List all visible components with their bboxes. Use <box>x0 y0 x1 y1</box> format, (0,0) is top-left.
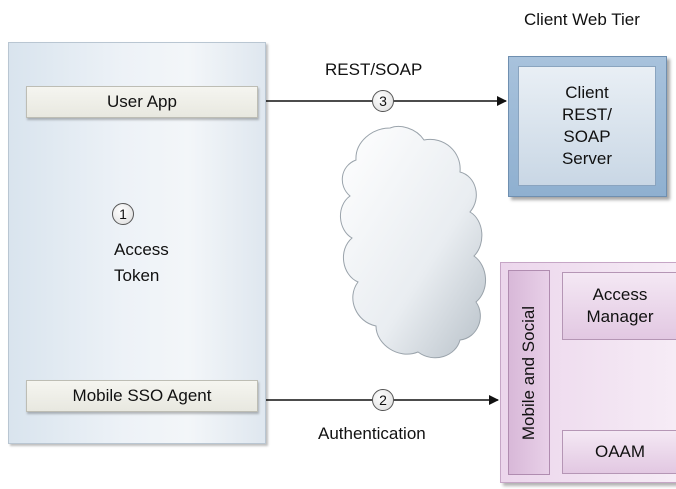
access-token-line2: Token <box>114 266 160 285</box>
mobile-sso-agent-label: Mobile SSO Agent <box>72 386 212 405</box>
server-line3: SOAP <box>563 127 611 146</box>
authentication-label: Authentication <box>318 424 426 443</box>
client-web-tier-label: Client Web Tier <box>524 10 640 29</box>
access-token-line1: Access <box>114 240 169 259</box>
server-line4: Server <box>561 149 613 168</box>
mobile-sso-agent-box: Mobile SSO Agent <box>26 380 258 412</box>
oaam-box: OAAM <box>562 430 676 474</box>
server-line1: Client <box>565 83 609 102</box>
step-2-badge: 2 <box>372 389 394 411</box>
access-manager-line1: Access <box>592 285 648 304</box>
access-manager-line2: Manager <box>586 307 654 326</box>
mobile-and-social-strip: Mobile and Social <box>508 270 550 475</box>
client-rest-soap-server-box: Client REST/ SOAP Server <box>518 66 656 186</box>
step-1-badge: 1 <box>112 203 134 225</box>
user-app-label: User App <box>107 92 177 111</box>
rest-soap-label: REST/SOAP <box>325 60 423 79</box>
access-manager-box: Access Manager <box>562 272 676 340</box>
mobile-and-social-label: Mobile and Social <box>519 305 538 440</box>
server-line2: REST/ <box>561 105 613 124</box>
user-app-box: User App <box>26 86 258 118</box>
step-3-badge: 3 <box>372 90 394 112</box>
network-cloud-icon <box>340 126 486 359</box>
oaam-label: OAAM <box>594 442 646 461</box>
